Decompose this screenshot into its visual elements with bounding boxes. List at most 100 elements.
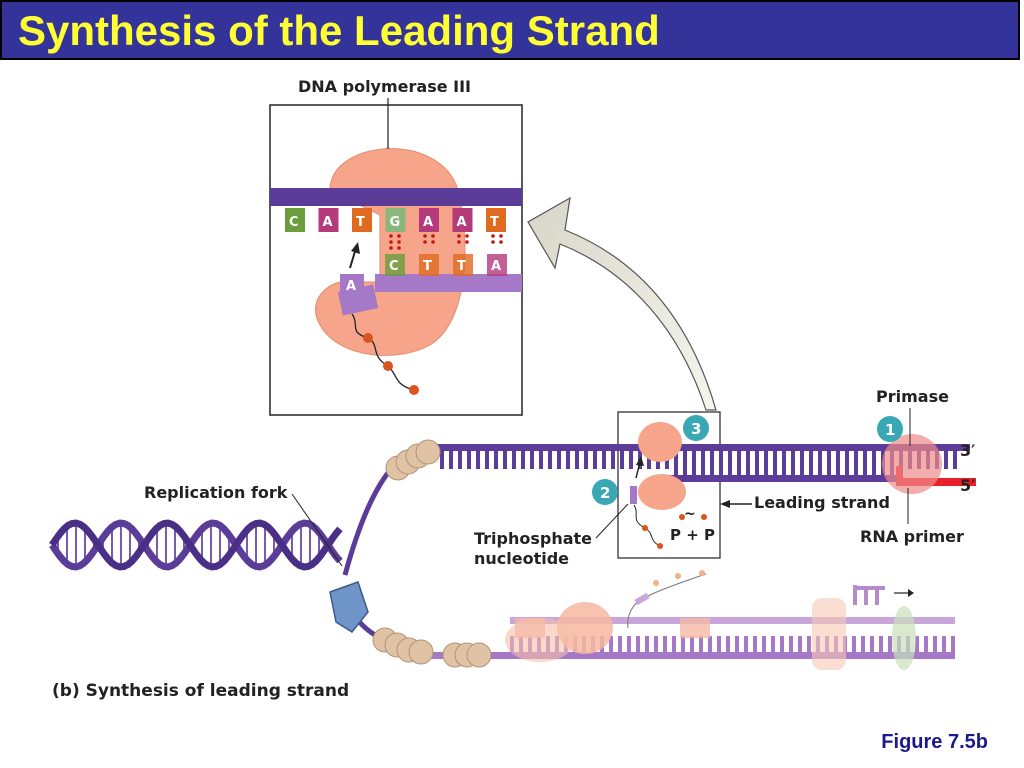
upper-base-tooth xyxy=(566,451,570,469)
new-strand-inset xyxy=(375,274,522,292)
upper-base-tooth xyxy=(548,451,552,469)
leading-strand-label: Leading strand xyxy=(754,493,890,512)
hbond-dot xyxy=(423,234,427,238)
template-base-letter: T xyxy=(356,215,365,230)
upper-base-tooth xyxy=(575,451,579,469)
hbond-dot xyxy=(491,234,495,238)
hbond-dot xyxy=(457,234,461,238)
helix-strand-b xyxy=(49,519,343,571)
lower-base-tooth xyxy=(753,636,757,652)
upper-base-tooth xyxy=(602,451,606,469)
upper-base-tooth xyxy=(467,451,471,469)
rna-primer-label: RNA primer xyxy=(860,527,964,546)
new-base-A: A xyxy=(487,254,507,276)
zoom-region-box xyxy=(617,411,721,559)
upper-base-tooth xyxy=(773,451,777,479)
polymerase-fork-bottom xyxy=(638,474,686,510)
upper-base-tooth xyxy=(818,451,822,479)
figure-label: Figure 7.5b xyxy=(881,731,988,753)
incoming-nucleotide-small xyxy=(630,486,637,504)
primase-label: Primase xyxy=(876,387,949,406)
lower-base-tooth xyxy=(924,636,928,652)
double-helix xyxy=(49,519,343,571)
upper-beads xyxy=(385,439,441,481)
lower-base-tooth xyxy=(915,636,919,652)
upper-base-tooth xyxy=(584,451,588,469)
upper-base-tooth xyxy=(719,451,723,479)
incoming-nucleotide-inset: A xyxy=(337,274,419,395)
upper-base-tooth xyxy=(728,451,732,479)
upper-base-tooth xyxy=(692,451,696,479)
lower-base-tooth xyxy=(771,636,775,652)
upper-base-tooth xyxy=(476,451,480,469)
lower-base-tooth xyxy=(708,636,712,652)
upper-base-tooth xyxy=(458,451,462,469)
p-plus-p-label: P + P xyxy=(670,526,715,544)
lagging-strand-segment xyxy=(510,617,955,624)
template-base-letter: T xyxy=(490,215,499,230)
hbond-dot xyxy=(465,234,469,238)
template-base-T: T xyxy=(352,208,372,232)
lower-base-tooth xyxy=(879,636,883,652)
lower-base-tooth xyxy=(744,636,748,652)
five-prime-label: 5′ xyxy=(960,476,975,495)
hbond-dot xyxy=(423,240,427,244)
lower-base-tooth xyxy=(672,636,676,652)
template-strand-inset xyxy=(270,188,522,206)
hbond-dot xyxy=(397,246,401,250)
template-base-A: A xyxy=(452,208,473,232)
upper-base-tooth xyxy=(791,451,795,479)
upper-base-tooth xyxy=(764,451,768,479)
lower-base-tooth xyxy=(609,636,613,652)
hbond-dot xyxy=(397,234,401,238)
new-base-letter: T xyxy=(457,259,466,274)
upper-base-tooth xyxy=(557,451,561,469)
dna-polymerase-label: DNA polymerase III xyxy=(298,77,471,96)
incoming-base-letter: A xyxy=(346,279,356,294)
template-base-T: T xyxy=(486,208,506,232)
upper-base-tooth xyxy=(854,451,858,479)
lower-base-tooth xyxy=(780,636,784,652)
upper-base-tooth xyxy=(944,451,948,469)
replication-fork-label: Replication fork xyxy=(144,483,288,502)
three-prime-label: 3′ xyxy=(960,441,975,460)
hbond-dot xyxy=(499,240,503,244)
upper-base-tooth xyxy=(620,451,624,469)
helicase xyxy=(329,581,369,633)
new-base-letter: T xyxy=(423,259,432,274)
hydrogen-bonds xyxy=(389,234,503,250)
template-base-letter: G xyxy=(390,215,401,230)
upper-base-tooth xyxy=(755,451,759,479)
lower-base-tooth xyxy=(690,636,694,652)
step-1-number: 1 xyxy=(885,421,895,439)
lower-base-tooth xyxy=(888,636,892,652)
upper-template-strand xyxy=(430,444,970,451)
lower-template-strand xyxy=(430,652,955,659)
upper-base-tooth xyxy=(485,451,489,469)
upper-base-tooth xyxy=(863,451,867,479)
diagram-caption: (b) Synthesis of leading strand xyxy=(52,681,349,701)
lower-base-tooth xyxy=(870,636,874,652)
template-base-letter: A xyxy=(457,215,467,230)
upper-base-tooth xyxy=(521,451,525,469)
upper-base-tooth xyxy=(836,451,840,479)
lower-base-tooth xyxy=(933,636,937,652)
upper-base-tooth xyxy=(737,451,741,479)
upper-base-tooth xyxy=(593,451,597,469)
hbond-dot xyxy=(465,240,469,244)
hbond-dot xyxy=(491,240,495,244)
upper-base-tooth xyxy=(494,451,498,469)
upper-base-tooth xyxy=(674,451,678,479)
upper-base-pairs xyxy=(440,451,957,479)
lower-base-tooth xyxy=(762,636,766,652)
lower-base-tooth xyxy=(807,636,811,652)
upper-base-tooth xyxy=(647,451,651,469)
lower-beads xyxy=(372,627,492,668)
pp-tilde: ~ xyxy=(684,506,696,522)
upper-base-tooth xyxy=(530,451,534,469)
upper-base-tooth xyxy=(539,451,543,469)
primase-enzyme xyxy=(882,434,942,494)
